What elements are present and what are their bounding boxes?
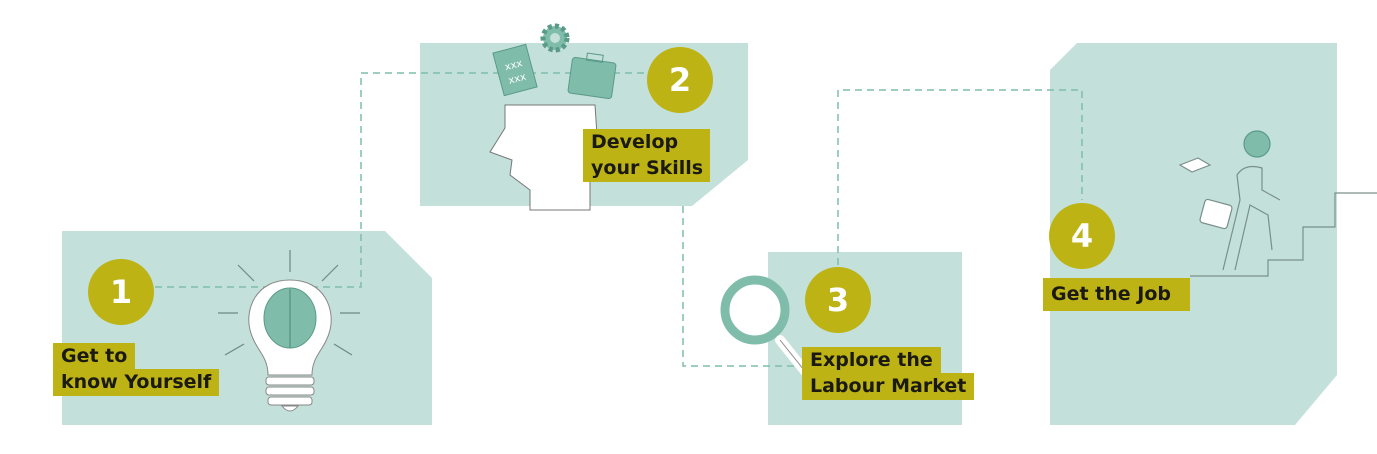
- step-3-label-line-2: Labour Market: [802, 373, 975, 400]
- step-number-2: 2: [647, 47, 713, 113]
- step-1-label-line-2: know Yourself: [53, 369, 220, 396]
- step-2-label-line-2: your Skills: [583, 155, 710, 182]
- step-number-3: 3: [805, 267, 871, 333]
- step-4-label: Get the Job: [1043, 278, 1190, 311]
- svg-text:xxx: xxx: [507, 72, 527, 87]
- step-3-label-line-1: Explore the: [802, 347, 941, 374]
- person-climbing-stairs-icon: [1178, 130, 1377, 277]
- step-number-1: 1: [88, 259, 154, 325]
- step-2-label-line-1: Develop: [583, 129, 710, 156]
- magnifier-icon: [720, 275, 813, 380]
- lightbulb-brain-icon: [218, 250, 360, 412]
- step-1-label-line-1: Get to: [53, 343, 136, 370]
- step-number-4: 4: [1049, 203, 1115, 269]
- svg-text:xxx: xxx: [504, 58, 524, 73]
